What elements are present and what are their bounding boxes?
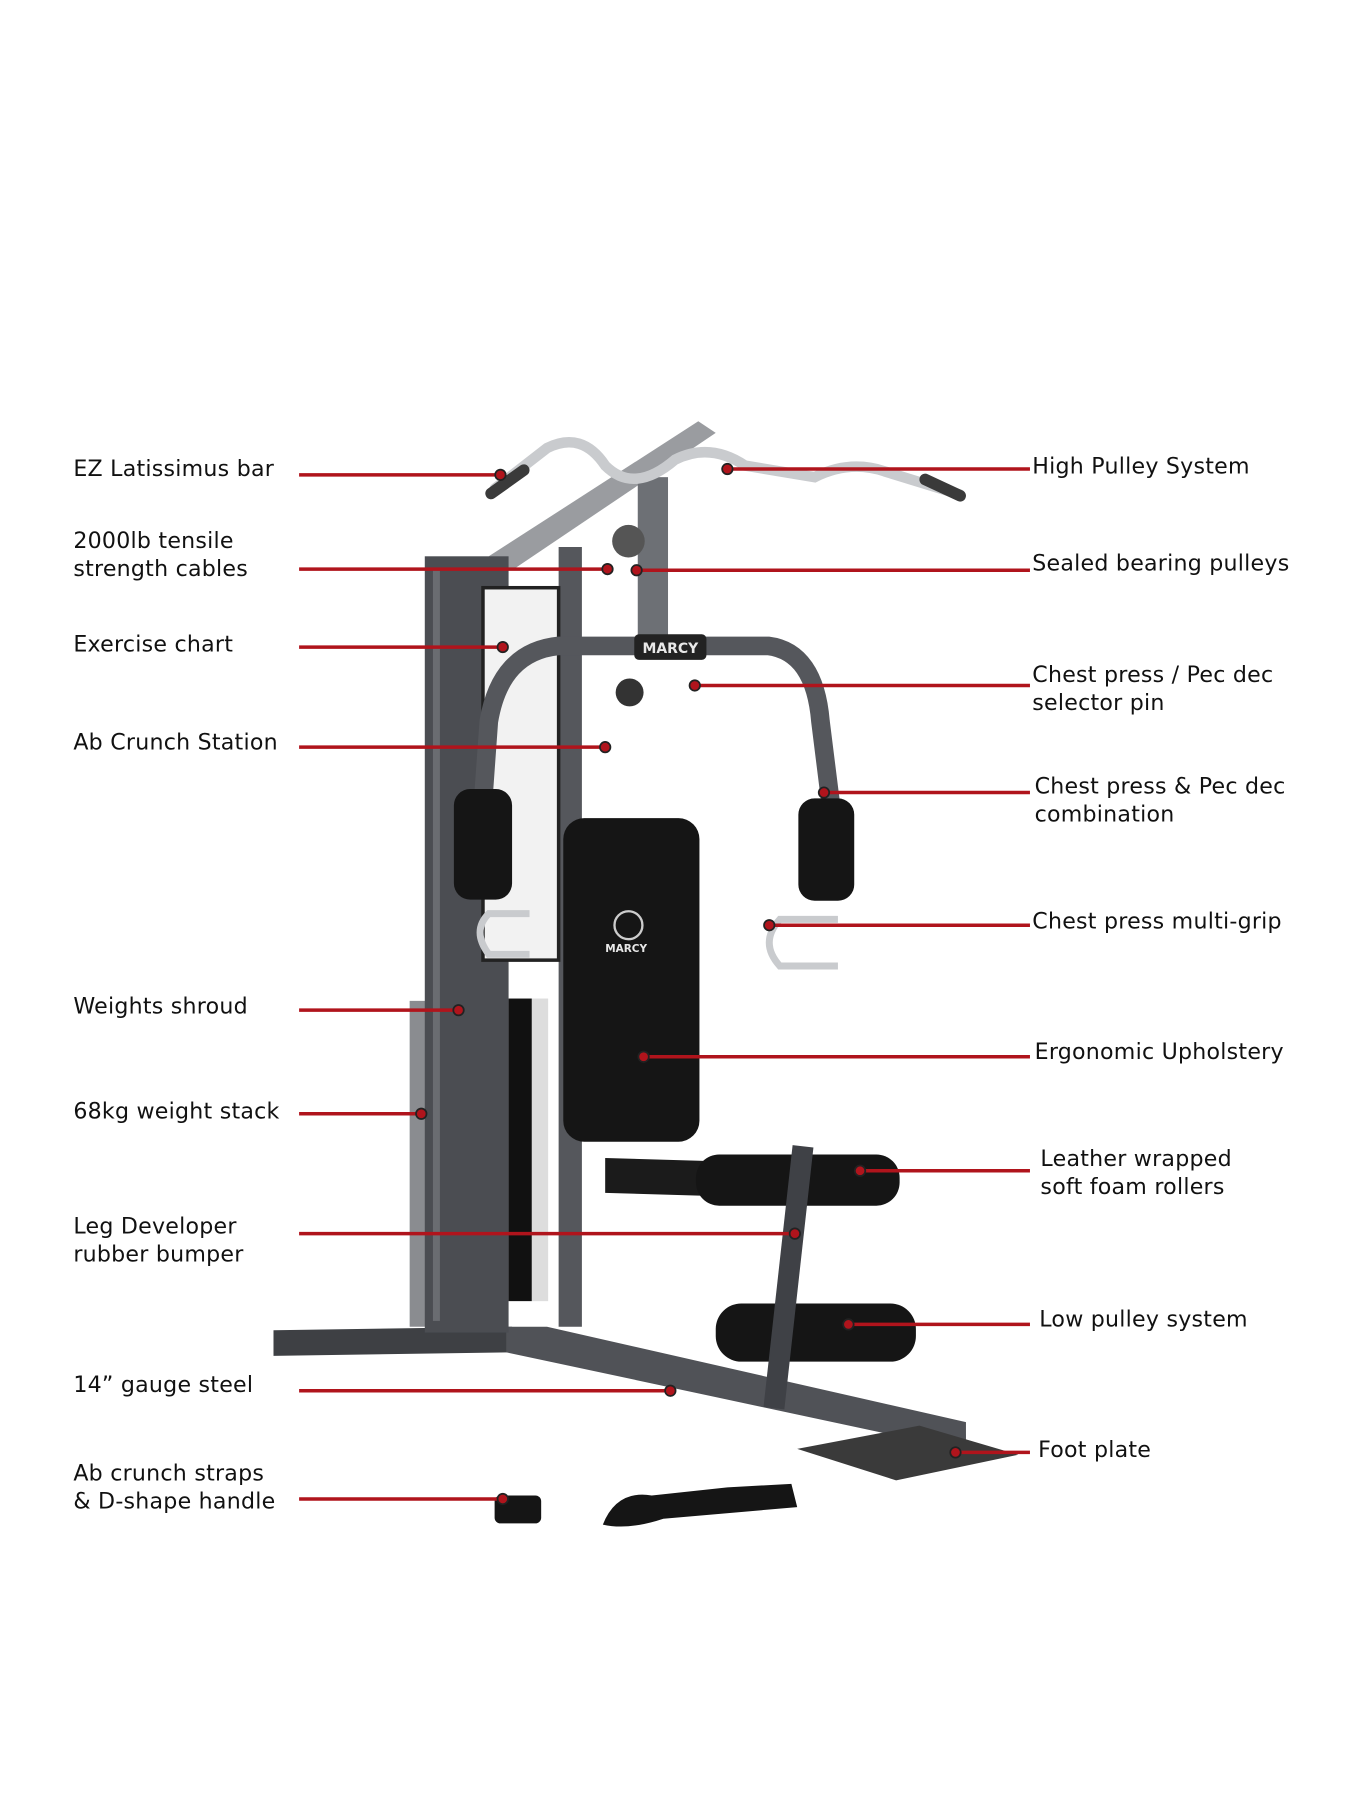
callout-label-line: 14” gauge steel [73,1372,254,1398]
callout-label-line: selector pin [1032,690,1165,716]
marcy-badge [634,634,707,660]
brand-badge-text: MARCY [642,641,699,657]
callout-dot [637,1050,650,1063]
callout-dot [494,468,507,481]
callout-label-line: EZ Latissimus bar [73,456,275,482]
callout-dot [496,640,509,654]
callout-dot [599,741,612,754]
callout-dot [817,786,831,799]
foot-plate [797,1425,1019,1481]
callout-dot [601,562,614,576]
callout-label-left: Ab crunch straps& D-shape handle [73,1459,275,1515]
callout-label-line: Chest press multi-grip [1032,908,1282,935]
callout-label-line: Ab Crunch Station [73,729,278,756]
callout-label-line: soft foam rollers [1040,1174,1225,1200]
ab-straps-and-handle [494,1483,798,1527]
callout-label-line: Ergonomic Upholstery [1034,1039,1284,1065]
callout-label-left: 68kg weight stack [73,1097,279,1125]
upright-post [637,477,669,652]
callout-label-right: Sealed bearing pulleys [1032,549,1289,577]
callout-dot [842,1318,855,1331]
callout-label-line: Chest press & Pec dec [1034,773,1286,800]
callout-dot [496,1492,509,1506]
callout-label-left: Weights shroud [73,993,248,1021]
callout-dot [853,1164,867,1177]
weight-stack [409,1000,429,1327]
pulley [612,524,645,558]
base-frame [273,1326,1019,1481]
callout-dot [788,1227,801,1240]
callout-label-line: Foot plate [1038,1437,1152,1463]
callout-label-line: Sealed bearing pulleys [1032,550,1290,577]
callout-label-line: combination [1034,801,1175,828]
callout-label-right: Ergonomic Upholstery [1035,1038,1284,1066]
callout-dot [630,564,643,577]
callout-label-line: Chest press / Pec dec [1032,662,1274,688]
marcy-logo-icon [613,910,644,941]
callout-label-line: Exercise chart [73,631,234,658]
callout-dot [688,679,701,692]
callout-label-left: Ab Crunch Station [73,729,278,757]
pulley [615,678,644,707]
callout-label-line: Leather wrapped [1040,1146,1232,1172]
callout-label-left: Exercise chart [73,631,233,659]
callout-dot [949,1446,962,1459]
callout-dot [763,919,776,932]
callout-label-line: strength cables [73,556,248,582]
callout-label-line: 2000lb tensile [73,528,234,554]
callout-label-line: & D-shape handle [73,1488,276,1515]
callout-label-line: 68kg weight stack [73,1098,280,1125]
callout-dot [721,462,734,476]
foam-roller [715,1303,916,1362]
callout-label-left: 14” gauge steel [73,1371,253,1399]
callout-label-left: EZ Latissimus bar [73,455,274,483]
callout-label-right: Chest press multi-grip [1032,908,1282,936]
callout-label-right: High Pulley System [1032,453,1249,481]
callout-label-line: Low pulley system [1039,1306,1248,1333]
callout-dot [452,1004,465,1017]
callout-label-line: Ab crunch straps [73,1460,265,1487]
callout-label-right: Low pulley system [1039,1306,1248,1334]
callout-label-line: rubber bumper [73,1241,244,1268]
callout-dot [664,1384,677,1397]
callout-dot [415,1107,428,1120]
callout-label-right: Foot plate [1038,1436,1151,1464]
callout-label-line: Leg Developer [73,1213,237,1240]
brand-backrest-text: MARCY [605,943,647,955]
callout-label-line: Weights shroud [73,993,248,1020]
callout-lines [299,462,1030,1506]
upholstery: MARCY [563,818,916,1410]
callout-label-line: High Pulley System [1032,453,1250,480]
chest-press-arms: MARCY [453,634,855,970]
